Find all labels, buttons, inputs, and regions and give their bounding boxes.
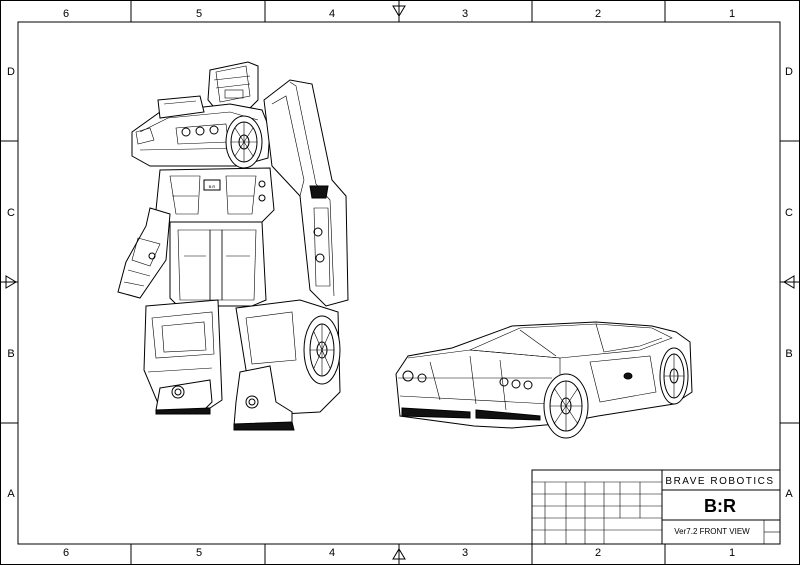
bottom-col-label-2: 2 bbox=[595, 547, 601, 559]
centering-mark-right bbox=[780, 275, 800, 289]
top-col-label-5: 5 bbox=[196, 8, 202, 20]
centering-mark-left bbox=[0, 275, 18, 289]
title-block bbox=[531, 469, 781, 545]
bottom-col-label-4: 4 bbox=[329, 547, 335, 559]
right-zone-ticks bbox=[780, 140, 800, 424]
left-row-label-a: A bbox=[7, 488, 15, 500]
centering-mark-top bbox=[392, 0, 406, 22]
right-row-label-a: A bbox=[785, 488, 793, 500]
left-row-label-d: D bbox=[7, 66, 15, 78]
bottom-col-label-1: 1 bbox=[729, 547, 735, 559]
centering-mark-bottom bbox=[392, 544, 406, 565]
top-col-label-6: 6 bbox=[63, 8, 69, 20]
left-row-label-c: C bbox=[7, 207, 15, 219]
top-col-label-4: 4 bbox=[329, 8, 335, 20]
top-col-label-3: 3 bbox=[462, 8, 468, 20]
top-col-label-2: 2 bbox=[595, 8, 601, 20]
right-row-label-b: B bbox=[785, 348, 792, 360]
robot-front-view-drawing: B:R bbox=[117, 61, 349, 431]
title-block-logo: B:R bbox=[704, 496, 736, 516]
title-block-drawing-title: Ver7.2 FRONT VIEW bbox=[674, 527, 750, 536]
bottom-col-label-5: 5 bbox=[196, 547, 202, 559]
bottom-col-label-6: 6 bbox=[63, 547, 69, 559]
left-row-label-b: B bbox=[7, 348, 14, 360]
title-block-company: BRAVE ROBOTICS bbox=[665, 476, 774, 487]
right-row-label-d: D bbox=[785, 66, 793, 78]
top-zone-ticks bbox=[130, 0, 666, 22]
right-row-label-c: C bbox=[785, 207, 793, 219]
car-perspective-drawing bbox=[395, 321, 693, 439]
bottom-zone-ticks bbox=[130, 544, 666, 565]
bottom-col-label-3: 3 bbox=[462, 547, 468, 559]
top-col-label-1: 1 bbox=[729, 8, 735, 20]
left-zone-ticks bbox=[0, 140, 18, 424]
robot-badge: B:R bbox=[209, 184, 216, 189]
